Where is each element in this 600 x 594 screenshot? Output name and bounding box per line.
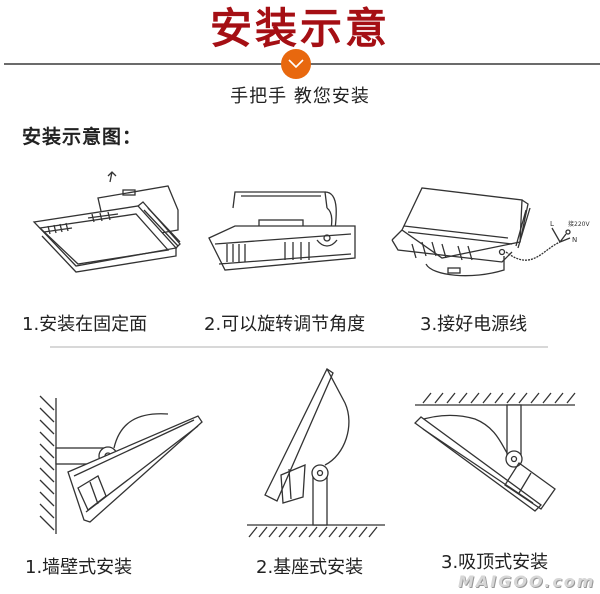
mount-1-caption: 1.墙壁式安装 [25,557,133,578]
section-divider [50,346,548,348]
illustration-mount-fixed-surface [28,170,188,295]
illustration-connect-power: L N 接220V [382,180,590,285]
chevron-down-icon [281,49,311,79]
step-1-caption: 1.安装在固定面 [22,314,148,335]
mount-2-caption: 2.基座式安装 [256,557,364,578]
subtitle: 手把手 教您安装 [230,86,370,107]
section-title: 安装示意图： [22,126,143,148]
illustration-wall-mount [38,392,218,542]
watermark: MAIGOO.com [458,572,596,591]
mount-3-caption: 3.吸顶式安装 [441,552,549,573]
voltage-label: 接220V [568,220,590,228]
illustration-rotate-angle [205,178,365,293]
page-title: 安装示意 [209,4,390,53]
illustration-base-mount [245,365,395,545]
step-2-caption: 2.可以旋转调节角度 [204,314,366,335]
illustration-ceiling-mount [414,392,595,543]
step-3-caption: 3.接好电源线 [420,314,528,335]
wire-label-l: L [550,220,554,228]
wire-label-n: N [572,236,577,244]
